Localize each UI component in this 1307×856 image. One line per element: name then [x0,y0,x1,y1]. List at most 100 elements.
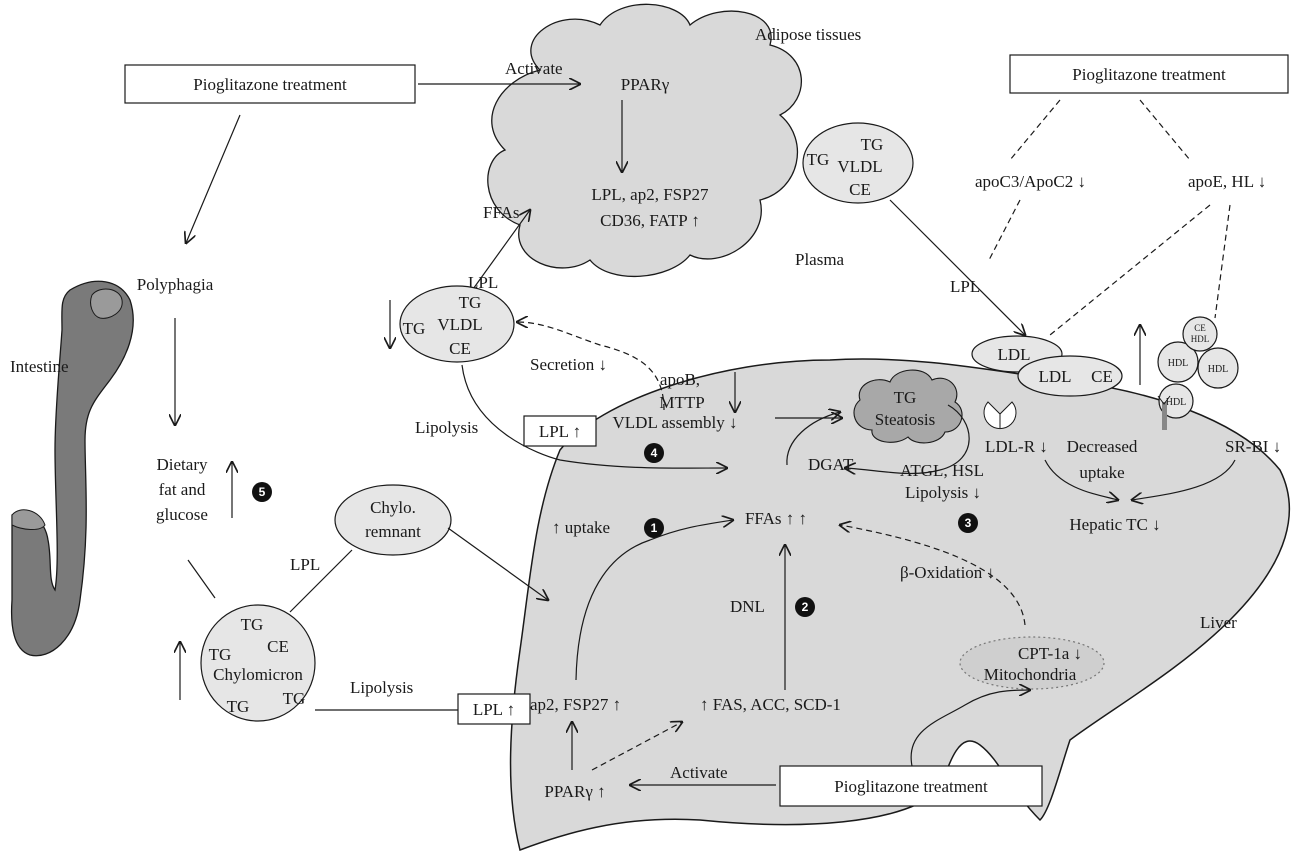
ldl-particle-2 [1017,355,1123,397]
lpl-left: LPL [290,555,320,574]
svg-text:VLDL: VLDL [437,315,482,334]
svg-text:TG: TG [209,645,232,664]
plasma-label: Plasma [795,250,845,269]
svg-text:TG: TG [283,689,306,708]
svg-text:LDL: LDL [1038,367,1071,386]
svg-text:5: 5 [259,485,266,499]
adipose-cloud [487,3,803,277]
mitochondria-label: Mitochondria [984,665,1077,684]
svg-text:VLDL: VLDL [837,157,882,176]
steatosis-cloud [853,369,963,444]
step-5-badge: 5 [252,482,272,502]
ffas-center: FFAs ↑ ↑ [745,509,807,528]
svg-text:TG: TG [227,697,250,716]
ffas-adipose: FFAs [483,203,520,222]
liver-label: Liver [1200,613,1237,632]
svg-text:CE: CE [449,339,471,358]
svg-text:TG: TG [807,150,830,169]
atgl-label: ATGL, HSL [900,461,984,480]
treatment-label-top-right: Pioglitazone treatment [1072,65,1226,84]
decreased-label: Decreased [1067,437,1138,456]
svg-text:TG: TG [459,293,482,312]
treatment-label-bottom: Pioglitazone treatment [834,777,988,796]
svg-text:Chylomicron: Chylomicron [213,665,303,684]
hepatic-tc: Hepatic TC ↓ [1069,515,1160,534]
vldl-particle-plasma [802,122,914,204]
uptake-label: ↑ uptake [552,518,610,537]
ldlr-label: LDL-R ↓ [985,437,1048,456]
dgat-label: DGAT [808,455,854,474]
dnl-label: DNL [730,597,765,616]
ap2-label: ap2, FSP27 ↑ [530,695,621,714]
svg-text:4: 4 [651,446,658,460]
svg-text:TG: TG [403,319,426,338]
liver-shape [509,358,1291,851]
chylo-remnant [334,484,452,556]
beta-oxidation: β-Oxidation ↓ [900,563,995,582]
adipose-label: Adipose tissues [755,25,861,44]
svg-text:LDL: LDL [997,345,1030,364]
fas-label: ↑ FAS, ACC, SCD-1 [700,695,841,714]
ldl-receptor-icon [983,401,1017,430]
lipolysis-down: Lipolysis ↓ [905,483,981,502]
intestine-shape [10,280,134,657]
apob-label: apoB, [660,370,700,389]
lpl-box-bottom [457,693,531,725]
svg-text:CE: CE [1194,323,1206,333]
dietary-1: Dietary [157,455,208,474]
svg-text:HDL: HDL [1208,364,1229,375]
step-2-badge: 2 [795,597,815,617]
step-3-badge: 3 [958,513,978,533]
svg-text:TG: TG [861,135,884,154]
cpt-label: CPT-1a ↓ [1018,644,1082,663]
svg-text:HDL: HDL [1191,334,1210,344]
secretion-label: Secretion ↓ [530,355,607,374]
mitochondria-shape [959,636,1105,690]
svg-text:TG: TG [894,388,917,407]
svg-text:LPL ↑: LPL ↑ [473,700,515,719]
ppar-adipose: PPARγ [621,75,670,94]
hdl-cluster: HDL HDL HDL CE HDL [1157,316,1239,419]
lpl-box-top [523,415,597,447]
svg-text:2: 2 [802,600,809,614]
chylomicron [200,604,316,722]
dietary-2: fat and [159,480,206,499]
apoc-label: apoC3/ApoC2 ↓ [975,172,1086,191]
svg-text:CE: CE [849,180,871,199]
activate-label: Activate [505,59,563,78]
activate-liver: Activate [670,763,728,782]
svg-text:HDL: HDL [1168,358,1189,369]
steatosis-label: Steatosis [875,410,935,429]
sr-bi-receptor-icon [1157,395,1171,430]
treatment-label-top-left: Pioglitazone treatment [193,75,347,94]
lpl-adipose: LPL [468,273,498,292]
step-1-badge: 1 [644,518,664,538]
adipose-genes-1: LPL, ap2, FSP27 [591,185,709,204]
uptake2-label: uptake [1079,463,1124,482]
vldl-particle-left [399,285,515,363]
svg-text:1: 1 [651,521,658,535]
treatment-box-top-left [124,64,416,104]
svg-text:CE: CE [1091,367,1113,386]
intestine-label: Intestine [10,357,69,376]
svg-text:remnant: remnant [365,522,421,541]
svg-text:CE: CE [267,637,289,656]
treatment-box-top-right [1009,54,1289,94]
treatment-box-bottom [779,765,1043,807]
dietary-3: glucose [156,505,208,524]
lpl-plasma: LPL [950,277,980,296]
vldl-assembly: VLDL assembly ↓ [613,413,738,432]
ppar-liver: PPARγ ↑ [544,782,605,801]
lipolysis-bottom: Lipolysis [350,678,413,697]
polyphagia: Polyphagia [137,275,214,294]
svg-text:3: 3 [965,516,972,530]
svg-text:HDL: HDL [1166,397,1187,408]
mttp-label: MTTP [659,393,704,412]
adipose-genes-2: CD36, FATP ↑ [600,211,700,230]
lipolysis-top: Lipolysis [415,418,478,437]
svg-text:Chylo.: Chylo. [370,498,416,517]
svg-text:TG: TG [241,615,264,634]
svg-text:LPL ↑: LPL ↑ [539,422,581,441]
apoe-label: apoE, HL ↓ [1188,172,1266,191]
